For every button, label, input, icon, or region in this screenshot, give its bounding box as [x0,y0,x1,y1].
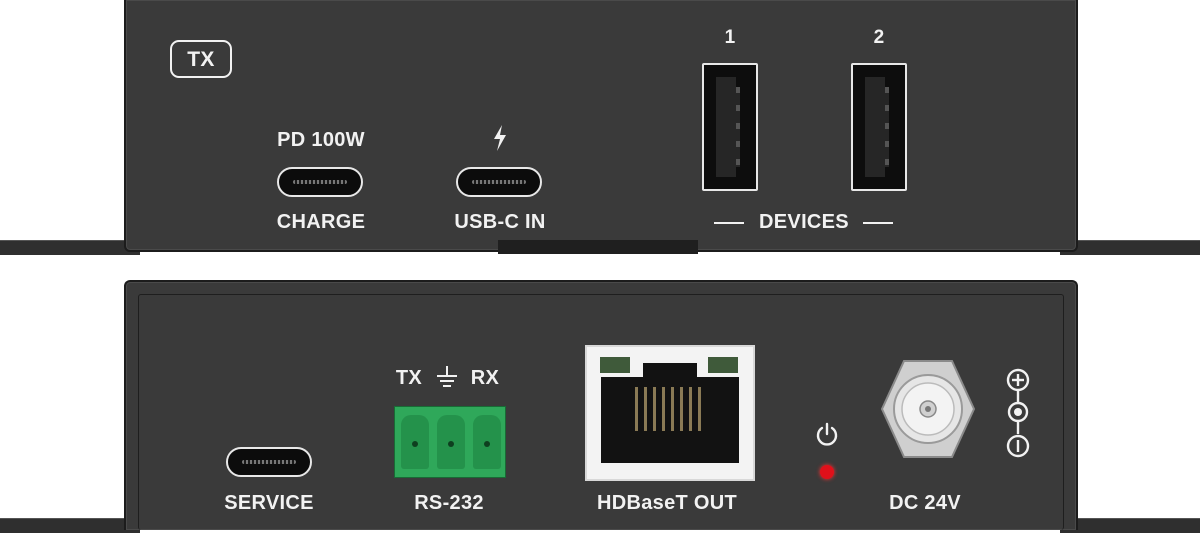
tx-badge-label: TX [187,48,215,71]
rs232-terminal-block[interactable] [394,406,506,478]
ground-icon [437,366,457,387]
device-port-2-label: 2 [873,27,885,48]
usb-a-device-port-2[interactable] [851,63,907,191]
top-panel-bottom-tab [498,240,698,254]
rs232-tx-label: TX [395,367,423,389]
usbc-in-label: USB-C IN [454,211,546,233]
rs232-terminal-pin-1 [401,415,429,469]
service-usbc-port[interactable] [226,447,312,477]
bottom-panel-inner-bezel [138,294,1064,530]
power-led [820,465,834,479]
bottom-mount-flange-left [0,518,140,533]
usbc-in-port[interactable] [456,167,542,197]
usb-a-device-port-1[interactable] [702,63,758,191]
rs232-rx-label: RX [470,367,500,389]
rs232-label: RS-232 [414,492,484,514]
power-icon [816,422,838,446]
charge-power-label: PD 100W [277,129,365,151]
hdbaset-label: HDBaseT OUT [597,492,737,514]
top-mount-flange-left [0,240,140,255]
top-panel [124,0,1078,252]
polarity-icon [1006,368,1030,458]
device-port-1-label: 1 [724,27,736,48]
devices-label: DEVICES [759,211,849,233]
rj45-contacts [635,387,705,431]
rj45-key [643,363,697,385]
charge-label: CHARGE [276,211,366,233]
dc-label: DC 24V [889,492,961,514]
devices-line-left [714,222,744,224]
rj45-led-right [708,357,738,373]
rs232-terminal-pin-2 [437,415,465,469]
tx-badge [170,40,232,78]
top-mount-flange-right [1060,240,1200,255]
rj45-led-left [600,357,630,373]
bottom-mount-flange-right [1060,518,1200,533]
charge-usbc-port[interactable] [277,167,363,197]
rs232-terminal-pin-3 [473,415,501,469]
hdbaset-rj45-port[interactable] [585,345,755,481]
service-label: SERVICE [224,492,314,514]
devices-line-right [863,222,893,224]
dc-power-jack[interactable] [880,359,976,459]
lightning-icon [494,125,506,151]
